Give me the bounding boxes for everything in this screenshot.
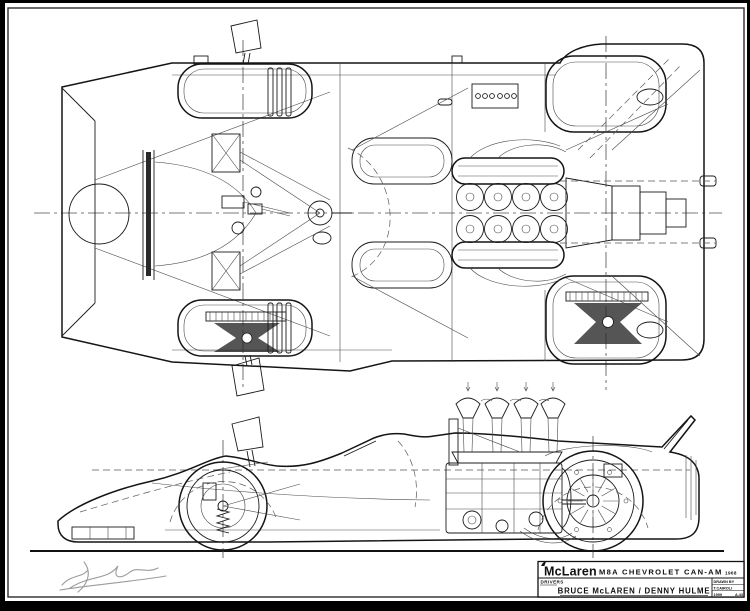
side-wheel-front	[169, 461, 301, 551]
engine-side	[445, 462, 577, 544]
drawn-by-label: DRAWN BY	[714, 580, 735, 584]
model-name: M8A CHEVROLET CAN-AM	[599, 568, 723, 577]
cockpit-plan	[307, 83, 519, 339]
drivers-names: BRUCE McLAREN / DENNY HULME	[558, 587, 711, 596]
plan-wheel-front-left	[177, 63, 313, 119]
engine-plan	[451, 139, 568, 287]
drivers-label: DRIVERS	[541, 580, 564, 585]
dash-panel	[471, 83, 519, 109]
sheet-border	[7, 7, 745, 598]
roll-hoop	[448, 418, 459, 466]
drawn-by-name: T.CAIROLI	[714, 587, 733, 591]
signature	[59, 561, 167, 593]
nose-duct-circle	[68, 183, 130, 245]
title-block: McLaren M8A CHEVROLET CAN-AM 1968 DRIVER…	[537, 560, 745, 598]
sheet-ref: A.43	[735, 593, 743, 597]
windscreen	[343, 440, 377, 457]
gearbox-plan	[560, 57, 717, 357]
side-body-outline	[57, 414, 700, 543]
mirror-side	[231, 416, 264, 468]
louvre-slats	[267, 67, 292, 354]
model-year: 1968	[725, 571, 737, 576]
mirror-left-plan	[230, 19, 262, 65]
front-bulkhead	[146, 152, 151, 276]
plan-body-outline	[61, 43, 705, 372]
plan-view	[34, 19, 722, 397]
plan-wheel-front-right	[177, 299, 313, 357]
side-view	[30, 382, 724, 558]
paper-sheet	[5, 3, 747, 601]
plan-wheel-rear-right	[545, 275, 667, 365]
side-wheel-rear	[537, 450, 649, 552]
mirror-right-plan	[231, 354, 265, 397]
brand-name: McLaren	[544, 565, 597, 579]
drawn-by-year: 1999	[714, 593, 722, 597]
mclaren-speedmark-icon	[541, 561, 547, 566]
front-suspension-plan	[211, 133, 331, 291]
